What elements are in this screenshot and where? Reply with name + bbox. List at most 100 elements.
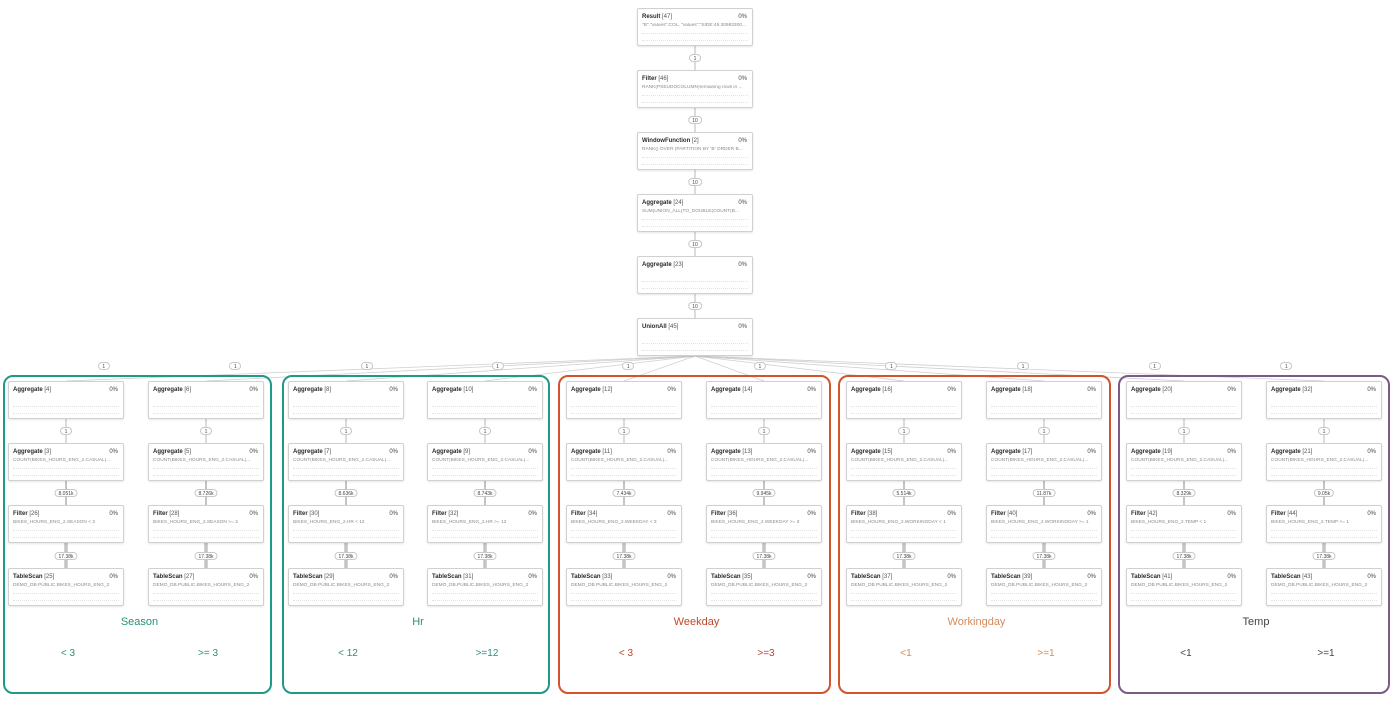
operator-node-tablescan[interactable]: TableScan [43]0%DEMO_DB.PUBLIC.BIKES_HOU… [1266, 568, 1382, 606]
operator-node-tablescan[interactable]: TableScan [41]0%DEMO_DB.PUBLIC.BIKES_HOU… [1126, 568, 1242, 606]
node-description: RANK() OVER (PARTITION BY 'B' ORDER B... [642, 147, 743, 152]
edge-rowcount-label: 1 [229, 362, 242, 370]
node-description: COUNT(BIKES_HOURS_ENG_2.CASUAL)... [711, 458, 809, 463]
operator-node-aggregate[interactable]: Aggregate [32]0% [1266, 381, 1382, 419]
operator-node-aggregate[interactable]: Aggregate [23]0% [637, 256, 753, 294]
node-divider [991, 475, 1097, 476]
node-id: [44] [1285, 511, 1298, 517]
node-percent: 0% [389, 449, 398, 455]
node-id: [37] [880, 574, 893, 580]
edge-rowcount-label: 17.38k [612, 551, 636, 560]
node-percent: 0% [249, 574, 258, 580]
node-divider [851, 475, 957, 476]
group-frame-workingday: Workingday<1>=1 [838, 375, 1111, 694]
operator-node-filter[interactable]: Filter [44]0%BIKES_HOURS_ENG_2.TEMP >= 1 [1266, 505, 1382, 543]
node-percent: 0% [249, 511, 258, 517]
node-title: Aggregate [9] [432, 449, 470, 455]
operator-node-aggregate[interactable]: Aggregate [11]0%COUNT(BIKES_HOURS_ENG_2.… [566, 443, 682, 481]
node-operator: Filter [432, 511, 447, 517]
node-divider [1271, 468, 1377, 469]
operator-node-aggregate[interactable]: Aggregate [8]0% [288, 381, 404, 419]
operator-node-tablescan[interactable]: TableScan [27]0%DEMO_DB.PUBLIC.BIKES_HOU… [148, 568, 264, 606]
node-description: DEMO_DB.PUBLIC.BIKES_HOURS_ENG_2 [293, 583, 390, 588]
operator-node-tablescan[interactable]: TableScan [39]0%DEMO_DB.PUBLIC.BIKES_HOU… [986, 568, 1102, 606]
operator-node-aggregate[interactable]: Aggregate [4]0% [8, 381, 124, 419]
operator-node-aggregate[interactable]: Aggregate [10]0% [427, 381, 543, 419]
node-divider [432, 537, 538, 538]
operator-node-windowfunction[interactable]: WindowFunction [2]0%RANK() OVER (PARTITI… [637, 132, 753, 170]
operator-node-tablescan[interactable]: TableScan [25]0%DEMO_DB.PUBLIC.BIKES_HOU… [8, 568, 124, 606]
node-title: TableScan [43] [1271, 574, 1312, 580]
operator-node-aggregate[interactable]: Aggregate [17]0%COUNT(BIKES_HOURS_ENG_2.… [986, 443, 1102, 481]
node-percent: 0% [389, 511, 398, 517]
operator-node-filter[interactable]: Filter [30]0%BIKES_HOURS_ENG_2.HR < 12 [288, 505, 404, 543]
node-operator: Filter [991, 511, 1006, 517]
node-divider [432, 475, 538, 476]
operator-node-filter[interactable]: Filter [32]0%BIKES_HOURS_ENG_2.HR >= 12 [427, 505, 543, 543]
edge-rowcount-label: 8.051k [54, 489, 78, 497]
operator-node-filter[interactable]: Filter [42]0%BIKES_HOURS_ENG_2.TEMP < 1 [1126, 505, 1242, 543]
node-percent: 0% [667, 511, 676, 517]
node-percent: 0% [667, 387, 676, 393]
node-id: [7] [322, 449, 332, 455]
operator-node-aggregate[interactable]: Aggregate [18]0% [986, 381, 1102, 419]
operator-node-aggregate[interactable]: Aggregate [15]0%COUNT(BIKES_HOURS_ENG_2.… [846, 443, 962, 481]
operator-node-aggregate[interactable]: Aggregate [6]0% [148, 381, 264, 419]
operator-node-aggregate[interactable]: Aggregate [16]0% [846, 381, 962, 419]
node-id: [21] [1300, 449, 1313, 455]
operator-node-aggregate[interactable]: Aggregate [14]0% [706, 381, 822, 419]
operator-node-aggregate[interactable]: Aggregate [21]0%COUNT(BIKES_HOURS_ENG_2.… [1266, 443, 1382, 481]
operator-node-filter[interactable]: Filter [38]0%BIKES_HOURS_ENG_2.WORKINGDA… [846, 505, 962, 543]
node-title: Aggregate [15] [851, 449, 892, 455]
operator-node-filter[interactable]: Filter [28]0%BIKES_HOURS_ENG_2.SEASON >=… [148, 505, 264, 543]
operator-node-tablescan[interactable]: TableScan [33]0%DEMO_DB.PUBLIC.BIKES_HOU… [566, 568, 682, 606]
node-operator: Aggregate [432, 449, 462, 455]
operator-node-filter[interactable]: Filter [26]0%BIKES_HOURS_ENG_2.SEASON < … [8, 505, 124, 543]
operator-node-filter[interactable]: Filter [46]0%RANK(PSEUDOCOLUMN)remaining… [637, 70, 753, 108]
operator-node-filter[interactable]: Filter [40]0%BIKES_HOURS_ENG_2.WORKINGDA… [986, 505, 1102, 543]
node-title: Filter [42] [1131, 511, 1157, 517]
operator-node-tablescan[interactable]: TableScan [31]0%DEMO_DB.PUBLIC.BIKES_HOU… [427, 568, 543, 606]
operator-node-aggregate[interactable]: Aggregate [9]0%COUNT(BIKES_HOURS_ENG_2.C… [427, 443, 543, 481]
operator-node-aggregate[interactable]: Aggregate [24]0%SUM(UNION_ALL(TO_DOUBLE(… [637, 194, 753, 232]
edge-rowcount-label: 1 [491, 362, 504, 370]
node-title: Filter [40] [991, 511, 1017, 517]
node-operator: Aggregate [991, 387, 1021, 393]
operator-node-aggregate[interactable]: Aggregate [5]0%COUNT(BIKES_HOURS_ENG_2.C… [148, 443, 264, 481]
operator-node-result[interactable]: Result [47]0%"B"."values":COL, "values":… [637, 8, 753, 46]
group-frame-weekday: Weekday< 3>=3 [558, 375, 831, 694]
operator-node-aggregate[interactable]: Aggregate [12]0% [566, 381, 682, 419]
node-divider [991, 530, 1097, 531]
operator-node-aggregate[interactable]: Aggregate [19]0%COUNT(BIKES_HOURS_ENG_2.… [1126, 443, 1242, 481]
operator-node-filter[interactable]: Filter [36]0%BIKES_HOURS_ENG_2.WEEKDAY >… [706, 505, 822, 543]
operator-node-aggregate[interactable]: Aggregate [7]0%COUNT(BIKES_HOURS_ENG_2.C… [288, 443, 404, 481]
operator-node-aggregate[interactable]: Aggregate [3]0%COUNT(BIKES_HOURS_ENG_2.C… [8, 443, 124, 481]
node-divider [1271, 593, 1377, 594]
operator-node-tablescan[interactable]: TableScan [37]0%DEMO_DB.PUBLIC.BIKES_HOU… [846, 568, 962, 606]
operator-node-aggregate[interactable]: Aggregate [13]0%COUNT(BIKES_HOURS_ENG_2.… [706, 443, 822, 481]
node-divider [293, 406, 399, 407]
node-title: Aggregate [10] [432, 387, 473, 393]
node-description: DEMO_DB.PUBLIC.BIKES_HOURS_ENG_2 [432, 583, 529, 588]
operator-node-aggregate[interactable]: Aggregate [20]0% [1126, 381, 1242, 419]
node-divider [153, 593, 259, 594]
node-operator: Filter [711, 511, 726, 517]
node-operator: Aggregate [571, 449, 601, 455]
group-condition: < 3 [60, 648, 76, 659]
node-description: DEMO_DB.PUBLIC.BIKES_HOURS_ENG_2 [1131, 583, 1228, 588]
operator-node-tablescan[interactable]: TableScan [35]0%DEMO_DB.PUBLIC.BIKES_HOU… [706, 568, 822, 606]
node-divider [432, 593, 538, 594]
node-operator: Aggregate [642, 262, 672, 268]
node-operator: Filter [571, 511, 586, 517]
node-title: Filter [26] [13, 511, 39, 517]
node-id: [35] [740, 574, 753, 580]
node-title: Aggregate [13] [711, 449, 752, 455]
node-divider [851, 600, 957, 601]
node-id: [17] [1020, 449, 1033, 455]
operator-node-filter[interactable]: Filter [34]0%BIKES_HOURS_ENG_2.WEEKDAY <… [566, 505, 682, 543]
operator-node-unionall[interactable]: UnionAll [45]0% [637, 318, 753, 356]
operator-node-tablescan[interactable]: TableScan [29]0%DEMO_DB.PUBLIC.BIKES_HOU… [288, 568, 404, 606]
node-divider [851, 537, 957, 538]
node-divider [293, 475, 399, 476]
node-divider [711, 468, 817, 469]
